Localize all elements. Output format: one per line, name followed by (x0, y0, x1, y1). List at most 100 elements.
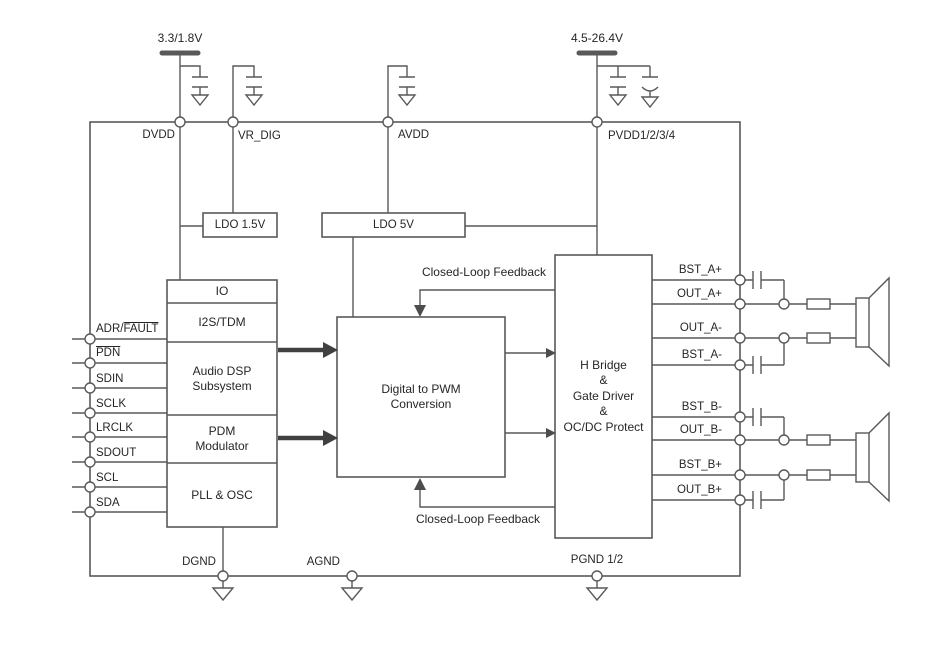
out-b-plus-pin-label: OUT_B+ (676, 484, 722, 496)
pin-circle (734, 298, 746, 310)
lrclk-pin-label: LRCLK (96, 422, 134, 434)
core-stack-outline (166, 279, 278, 528)
scl-pin-label: SCL (96, 472, 119, 484)
ldo-1v5-block-outline (202, 212, 278, 238)
bootstrap-capacitor-icon (745, 408, 785, 435)
pwm-block-outline (336, 316, 506, 478)
pin-circle (734, 494, 746, 506)
pin-circle (84, 431, 96, 443)
node-circle (591, 116, 603, 128)
node-circle (174, 116, 186, 128)
dgnd-pin-label: DGND (182, 556, 216, 568)
pwm-output-arrow (505, 428, 556, 438)
output-filter-resistor (745, 469, 856, 481)
ground-icon (190, 94, 210, 107)
vr-dig-pin-label: VR_DIG (238, 130, 281, 142)
chip-boundary (89, 121, 741, 577)
pdn-overline: PDN (96, 347, 121, 359)
bst-a-minus-pin-label: BST_A- (681, 349, 722, 361)
out-a-plus-pin-label: OUT_A+ (676, 288, 722, 300)
left-signal-wires (72, 338, 167, 513)
pvdd-pin-label: PVDD1/2/3/4 (608, 130, 676, 142)
speaker-icon (855, 276, 890, 368)
polarized-capacitor-icon (640, 66, 660, 109)
sclk-pin-label: SCLK (96, 398, 127, 410)
sdin-pin-label: SDIN (96, 373, 124, 385)
pin-circle (591, 570, 603, 582)
bst-b-plus-pin-label: BST_B+ (678, 459, 722, 471)
ground-icon (640, 96, 660, 109)
pin-circle (346, 570, 358, 582)
feedback-path-top (414, 289, 555, 317)
out-b-minus-pin-label: OUT_B- (679, 424, 722, 436)
ground-icon (244, 94, 264, 107)
adr-fault-overline: FAULT (123, 323, 159, 335)
supply-voltage-label-digital: 3.3/1.8V (157, 31, 203, 45)
pin-circle (84, 333, 96, 345)
decoupling-capacitor-icon (387, 65, 417, 122)
feedback-top-label: Closed-Loop Feedback (421, 265, 547, 279)
pin-circle (734, 359, 746, 371)
dvdd-pin-label: DVDD (142, 129, 175, 141)
pdn-pin-label: PDN (96, 346, 120, 360)
speaker-icon (855, 411, 890, 503)
out-a-minus-pin-label: OUT_A- (679, 322, 722, 334)
feedback-bottom-label: Closed-Loop Feedback (415, 512, 541, 526)
pdm-to-pwm-arrow (278, 430, 338, 446)
node-circle (778, 434, 790, 446)
pin-circle (734, 411, 746, 423)
bootstrap-capacitor-icon (745, 480, 785, 509)
ground-icon (211, 581, 235, 602)
pin-circle (84, 382, 96, 394)
decoupling-capacitor-icon (180, 65, 210, 107)
pin-circle (84, 456, 96, 468)
node-circle (778, 332, 790, 344)
pin-circle (84, 481, 96, 493)
supply-voltage-label-power: 4.5-26.4V (570, 31, 624, 45)
decoupling-capacitor-icon (608, 66, 628, 107)
ldo-5v-block-outline (321, 212, 466, 238)
pin-circle (734, 274, 746, 286)
pin-circle (84, 506, 96, 518)
adr-fault-pre: ADR/ (96, 323, 124, 335)
dsp-to-pwm-arrow (278, 342, 338, 358)
bootstrap-capacitor-icon (745, 343, 785, 374)
pin-circle (734, 469, 746, 481)
output-wires (652, 279, 735, 501)
pin-circle (84, 407, 96, 419)
avdd-pin-label: AVDD (398, 129, 430, 141)
sdout-pin-label: SDOUT (96, 447, 137, 459)
power-rail-left-icon (159, 50, 201, 122)
ground-icon (340, 581, 364, 602)
block-outlines (166, 212, 653, 539)
pgnd-pin-label: PGND 1/2 (570, 554, 624, 566)
bst-b-minus-pin-label: BST_B- (681, 401, 722, 413)
pin-circle (734, 332, 746, 344)
agnd-pin-label: AGND (306, 556, 340, 568)
pin-circle (734, 434, 746, 446)
ground-icon (608, 94, 628, 107)
node-circle (227, 116, 239, 128)
power-rail-right-icon (576, 50, 650, 122)
bootstrap-capacitor-icon (745, 271, 785, 299)
adr-fault-pin-label: ADR/FAULT (96, 322, 158, 336)
feedback-path-bottom (414, 478, 555, 508)
hbridge-block-outline (554, 254, 653, 539)
bst-a-plus-pin-label: BST_A+ (678, 264, 722, 276)
node-circle (778, 469, 790, 481)
pin-circles (84, 116, 790, 582)
pwm-output-arrow (505, 348, 556, 358)
node-circle (382, 116, 394, 128)
output-filter-resistor (745, 298, 856, 310)
output-filter-resistor (745, 332, 856, 344)
internal-power-wires (179, 122, 598, 571)
ground-icon (397, 94, 417, 107)
sda-pin-label: SDA (96, 497, 120, 509)
pin-circle (217, 570, 229, 582)
ground-icon (585, 581, 609, 602)
output-filter-resistor (745, 434, 856, 446)
decoupling-capacitor-icon (232, 65, 264, 122)
node-circle (778, 298, 790, 310)
